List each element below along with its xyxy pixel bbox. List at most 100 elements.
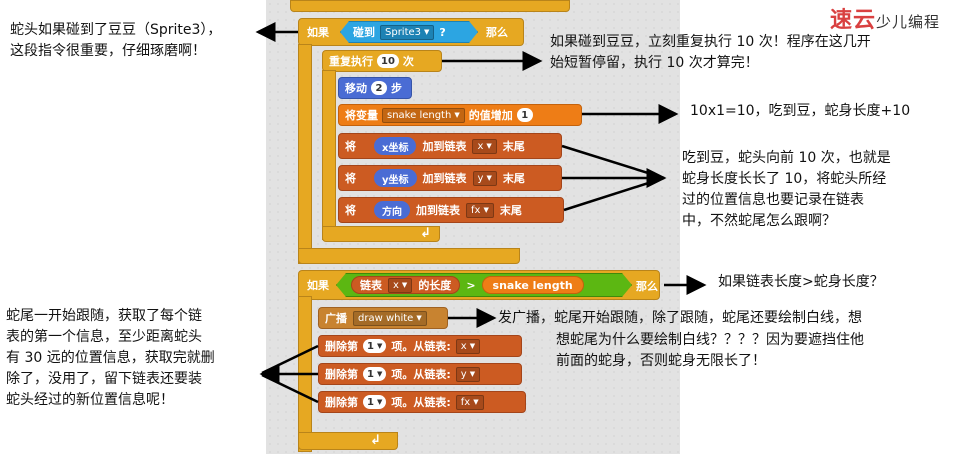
touching-sensor[interactable]: 碰到 Sprite3▼ ? xyxy=(340,21,478,43)
logo-main: 速云 xyxy=(830,7,877,33)
chevron-down-icon: ▼ xyxy=(401,281,408,289)
annotation-repeat: 如果碰到豆豆，立刻重复执行 10 次！程序在这几开 始短暂停留，执行 10 次才… xyxy=(550,32,871,74)
delete-list-x-dropdown[interactable]: x▼ xyxy=(455,338,481,354)
touching-target-text: Sprite3 xyxy=(385,26,422,38)
gt-symbol: > xyxy=(466,278,476,292)
delete-list-fx-dropdown[interactable]: fx▼ xyxy=(455,394,484,410)
del1-list: x xyxy=(460,340,467,352)
repeat-unit: 次 xyxy=(402,55,414,68)
add1-label: 将 xyxy=(345,140,356,153)
annotation-line: 有 30 远的位置信息，获取完就删 xyxy=(6,350,215,366)
broadcast-block[interactable]: 广播 draw white▼ xyxy=(318,307,448,329)
then-label: 那么 xyxy=(486,26,508,39)
repeat-count-input[interactable]: 10 xyxy=(377,54,399,68)
annotation-line: 蛇尾一开始跟随，获取了每个链 xyxy=(6,308,202,324)
add2-label: 将 xyxy=(345,172,356,185)
arrow-a8-3 xyxy=(261,373,319,404)
change-mid: 的值增加 xyxy=(468,109,513,122)
x-position-reporter[interactable]: x坐标 xyxy=(374,137,417,155)
then2-label: 那么 xyxy=(636,280,658,293)
delete-fx-block[interactable]: 删除第 1▼ 项。从链表: fx▼ xyxy=(318,391,526,413)
question-mark: ? xyxy=(439,25,446,39)
if-length-foot xyxy=(298,432,398,450)
touching-label: 碰到 xyxy=(353,26,375,39)
repeat-arrow-icon: ↲ xyxy=(420,226,431,241)
annotation-record-list: 吃到豆，蛇头向前 10 次，也就是 蛇身长度长长了 10，将蛇头所经 过的位置信… xyxy=(682,148,891,232)
broadcast-label: 广播 xyxy=(325,312,347,325)
delete-index-fx[interactable]: 1▼ xyxy=(363,395,387,409)
arrow-a4-1 xyxy=(561,144,665,180)
variable-dropdown[interactable]: snake length▼ xyxy=(382,107,465,123)
annotation-line: 前面的蛇身，否则蛇身无限长了！ xyxy=(556,353,766,369)
annotation-length-calc: 10x1=10，吃到豆，蛇身长度+10 xyxy=(690,103,911,119)
broadcast-message: draw white xyxy=(358,312,414,324)
broadcast-dropdown[interactable]: draw white▼ xyxy=(353,310,427,326)
touching-target-dropdown[interactable]: Sprite3▼ xyxy=(380,25,434,40)
list-dropdown-x[interactable]: x▼ xyxy=(472,138,497,154)
delete-y-block[interactable]: 删除第 1▼ 项。从链表: y▼ xyxy=(318,363,522,385)
del2-idx: 1 xyxy=(367,368,374,380)
annotation-line: 蛇头如果碰到了豆豆（Sprite3）， xyxy=(10,22,222,38)
add3-label: 将 xyxy=(345,204,356,217)
logo-sub: 少儿编程 xyxy=(876,13,941,31)
add-direction-to-list-block[interactable]: 将 方向 加到链表 fx▼ 末尾 xyxy=(338,197,564,223)
len-of-label: 的长度 xyxy=(418,279,452,292)
annotation-line: 这段指令很重要，仔细琢磨啊！ xyxy=(10,43,206,59)
list-name-y: y xyxy=(477,172,484,184)
greater-than-operator[interactable]: 链表 x▼ 的长度 > snake length xyxy=(336,273,632,297)
snake-length-reporter[interactable]: snake length xyxy=(482,276,584,294)
list-dropdown-y[interactable]: y▼ xyxy=(472,170,497,186)
add1-mid: 加到链表 xyxy=(422,140,467,153)
add2-mid: 加到链表 xyxy=(422,172,467,185)
annotation-line: 过的位置信息也要记录在链表 xyxy=(682,192,864,208)
add-y-to-list-block[interactable]: 将 y坐标 加到链表 y▼ 末尾 xyxy=(338,165,562,191)
repeat-label: 重复执行 xyxy=(329,55,373,68)
y-position-reporter[interactable]: y坐标 xyxy=(374,169,417,187)
chevron-down-icon: ▼ xyxy=(376,398,383,406)
length-list-dropdown[interactable]: x▼ xyxy=(388,278,412,293)
delete-index-y[interactable]: 1▼ xyxy=(363,367,387,381)
annotation-touching: 蛇头如果碰到了豆豆（Sprite3）， 这段指令很重要，仔细琢磨啊！ xyxy=(10,20,221,62)
annotation-line: 如果碰到豆豆，立刻重复执行 10 次！程序在这几开 xyxy=(550,34,871,50)
change-var-block[interactable]: 将变量 snake length▼ 的值增加 1 xyxy=(338,104,582,126)
list-length-reporter[interactable]: 链表 x▼ 的长度 xyxy=(351,276,460,294)
list-name-fx: fx xyxy=(471,204,481,216)
len-list-label: 链表 xyxy=(360,279,382,292)
delete-index-x[interactable]: 1▼ xyxy=(363,339,387,353)
chevron-down-icon: ▼ xyxy=(376,342,383,350)
move-block[interactable]: 移动 2 步 xyxy=(338,77,412,99)
del1-label: 删除第 xyxy=(325,340,358,353)
change-by-input[interactable]: 1 xyxy=(516,108,533,122)
prev-block-bottom xyxy=(290,0,570,12)
list-dropdown-fx[interactable]: fx▼ xyxy=(466,202,494,218)
del2-list: y xyxy=(460,368,467,380)
repeat-block[interactable]: 重复执行 10 次 xyxy=(322,50,442,72)
chevron-down-icon: ▼ xyxy=(486,174,492,182)
annotation-line: 始短暂停留，执行 10 次才算完！ xyxy=(550,55,759,71)
chevron-down-icon: ▼ xyxy=(454,111,460,119)
annotation-compare: 如果链表长度>蛇身长度？ xyxy=(718,274,884,290)
add3-mid: 加到链表 xyxy=(416,204,460,217)
delete-x-block[interactable]: 删除第 1▼ 项。从链表: x▼ xyxy=(318,335,522,357)
del2-label: 删除第 xyxy=(325,368,358,381)
annotation-line: 中，不然蛇尾怎么跟啊？ xyxy=(682,213,836,229)
del3-label: 删除第 xyxy=(325,396,358,409)
move-unit: 步 xyxy=(391,82,402,95)
annotation-line: 蛇身长度长长了 10，将蛇头所经 xyxy=(682,171,887,187)
chevron-down-icon: ▼ xyxy=(469,370,476,378)
del1-mid: 项。从链表: xyxy=(391,340,451,353)
del1-idx: 1 xyxy=(367,340,374,352)
if-arrow-icon: ↲ xyxy=(370,433,381,448)
chevron-down-icon: ▼ xyxy=(424,28,430,36)
move-label: 移动 xyxy=(345,82,367,95)
del3-list: fx xyxy=(460,396,471,408)
chevron-down-icon: ▼ xyxy=(376,370,383,378)
add-x-to-list-block[interactable]: 将 x坐标 加到链表 x▼ 末尾 xyxy=(338,133,562,159)
delete-list-y-dropdown[interactable]: y▼ xyxy=(455,366,481,382)
move-steps-input[interactable]: 2 xyxy=(371,81,387,95)
change-label: 将变量 xyxy=(345,109,378,122)
del3-idx: 1 xyxy=(367,396,374,408)
arrow-a8-1 xyxy=(261,344,319,375)
direction-reporter[interactable]: 方向 xyxy=(374,201,410,219)
